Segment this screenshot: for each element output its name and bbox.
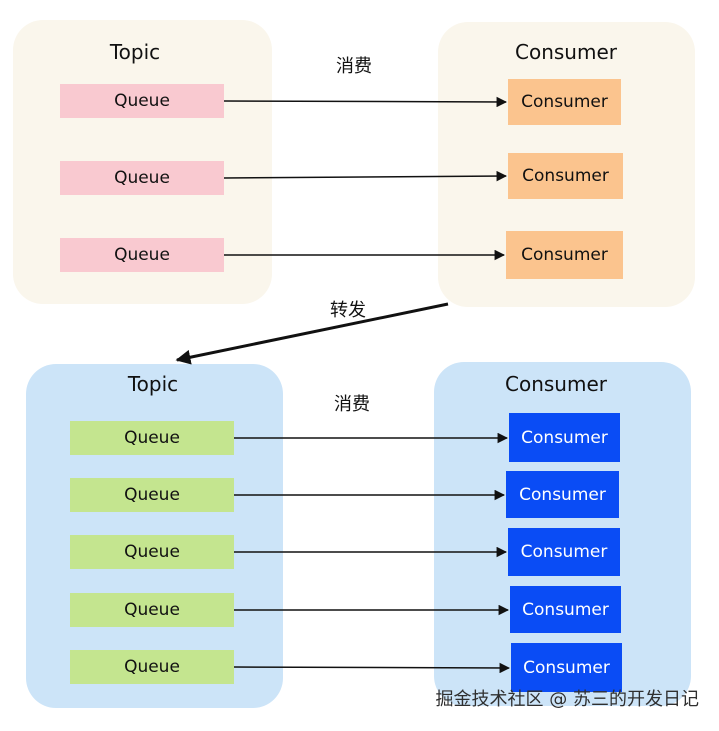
top-topic-title: Topic bbox=[109, 40, 161, 64]
bottom-consumer-2: Consumer bbox=[506, 471, 619, 518]
top-consumer-2: Consumer bbox=[508, 153, 623, 199]
bottom-queue-5: Queue bbox=[70, 650, 234, 684]
bottom-consume-label: 消费 bbox=[334, 394, 370, 415]
bottom-consumer-3: Consumer bbox=[508, 528, 620, 576]
bottom-consume-arrow-5 bbox=[233, 662, 511, 674]
top-consume-arrow-1 bbox=[223, 96, 508, 108]
bottom-queue-2: Queue bbox=[70, 478, 234, 512]
top-consume-label: 消费 bbox=[336, 56, 372, 77]
bottom-consumer-1: Consumer bbox=[509, 413, 620, 462]
bottom-topic-title: Topic bbox=[127, 372, 179, 396]
top-queue-3: Queue bbox=[60, 238, 224, 272]
top-queue-1: Queue bbox=[60, 84, 224, 118]
bottom-consumer-5: Consumer bbox=[511, 643, 622, 692]
bottom-consumer-4: Consumer bbox=[510, 586, 621, 633]
transfer-arrow bbox=[175, 302, 449, 365]
top-consumer-3: Consumer bbox=[506, 231, 623, 279]
top-consumer-1: Consumer bbox=[508, 79, 621, 125]
bottom-queue-3: Queue bbox=[70, 535, 234, 569]
bottom-consumer-title: Consumer bbox=[505, 372, 607, 396]
bottom-queue-4: Queue bbox=[70, 593, 234, 627]
transfer-label: 转发 bbox=[330, 300, 366, 321]
top-consumer-title: Consumer bbox=[515, 40, 617, 64]
top-queue-2: Queue bbox=[60, 161, 224, 195]
watermark-text: 掘金技术社区 @ 苏三的开发日记 bbox=[435, 689, 699, 710]
bottom-queue-1: Queue bbox=[70, 421, 234, 455]
top-consume-arrow-2 bbox=[223, 170, 508, 182]
